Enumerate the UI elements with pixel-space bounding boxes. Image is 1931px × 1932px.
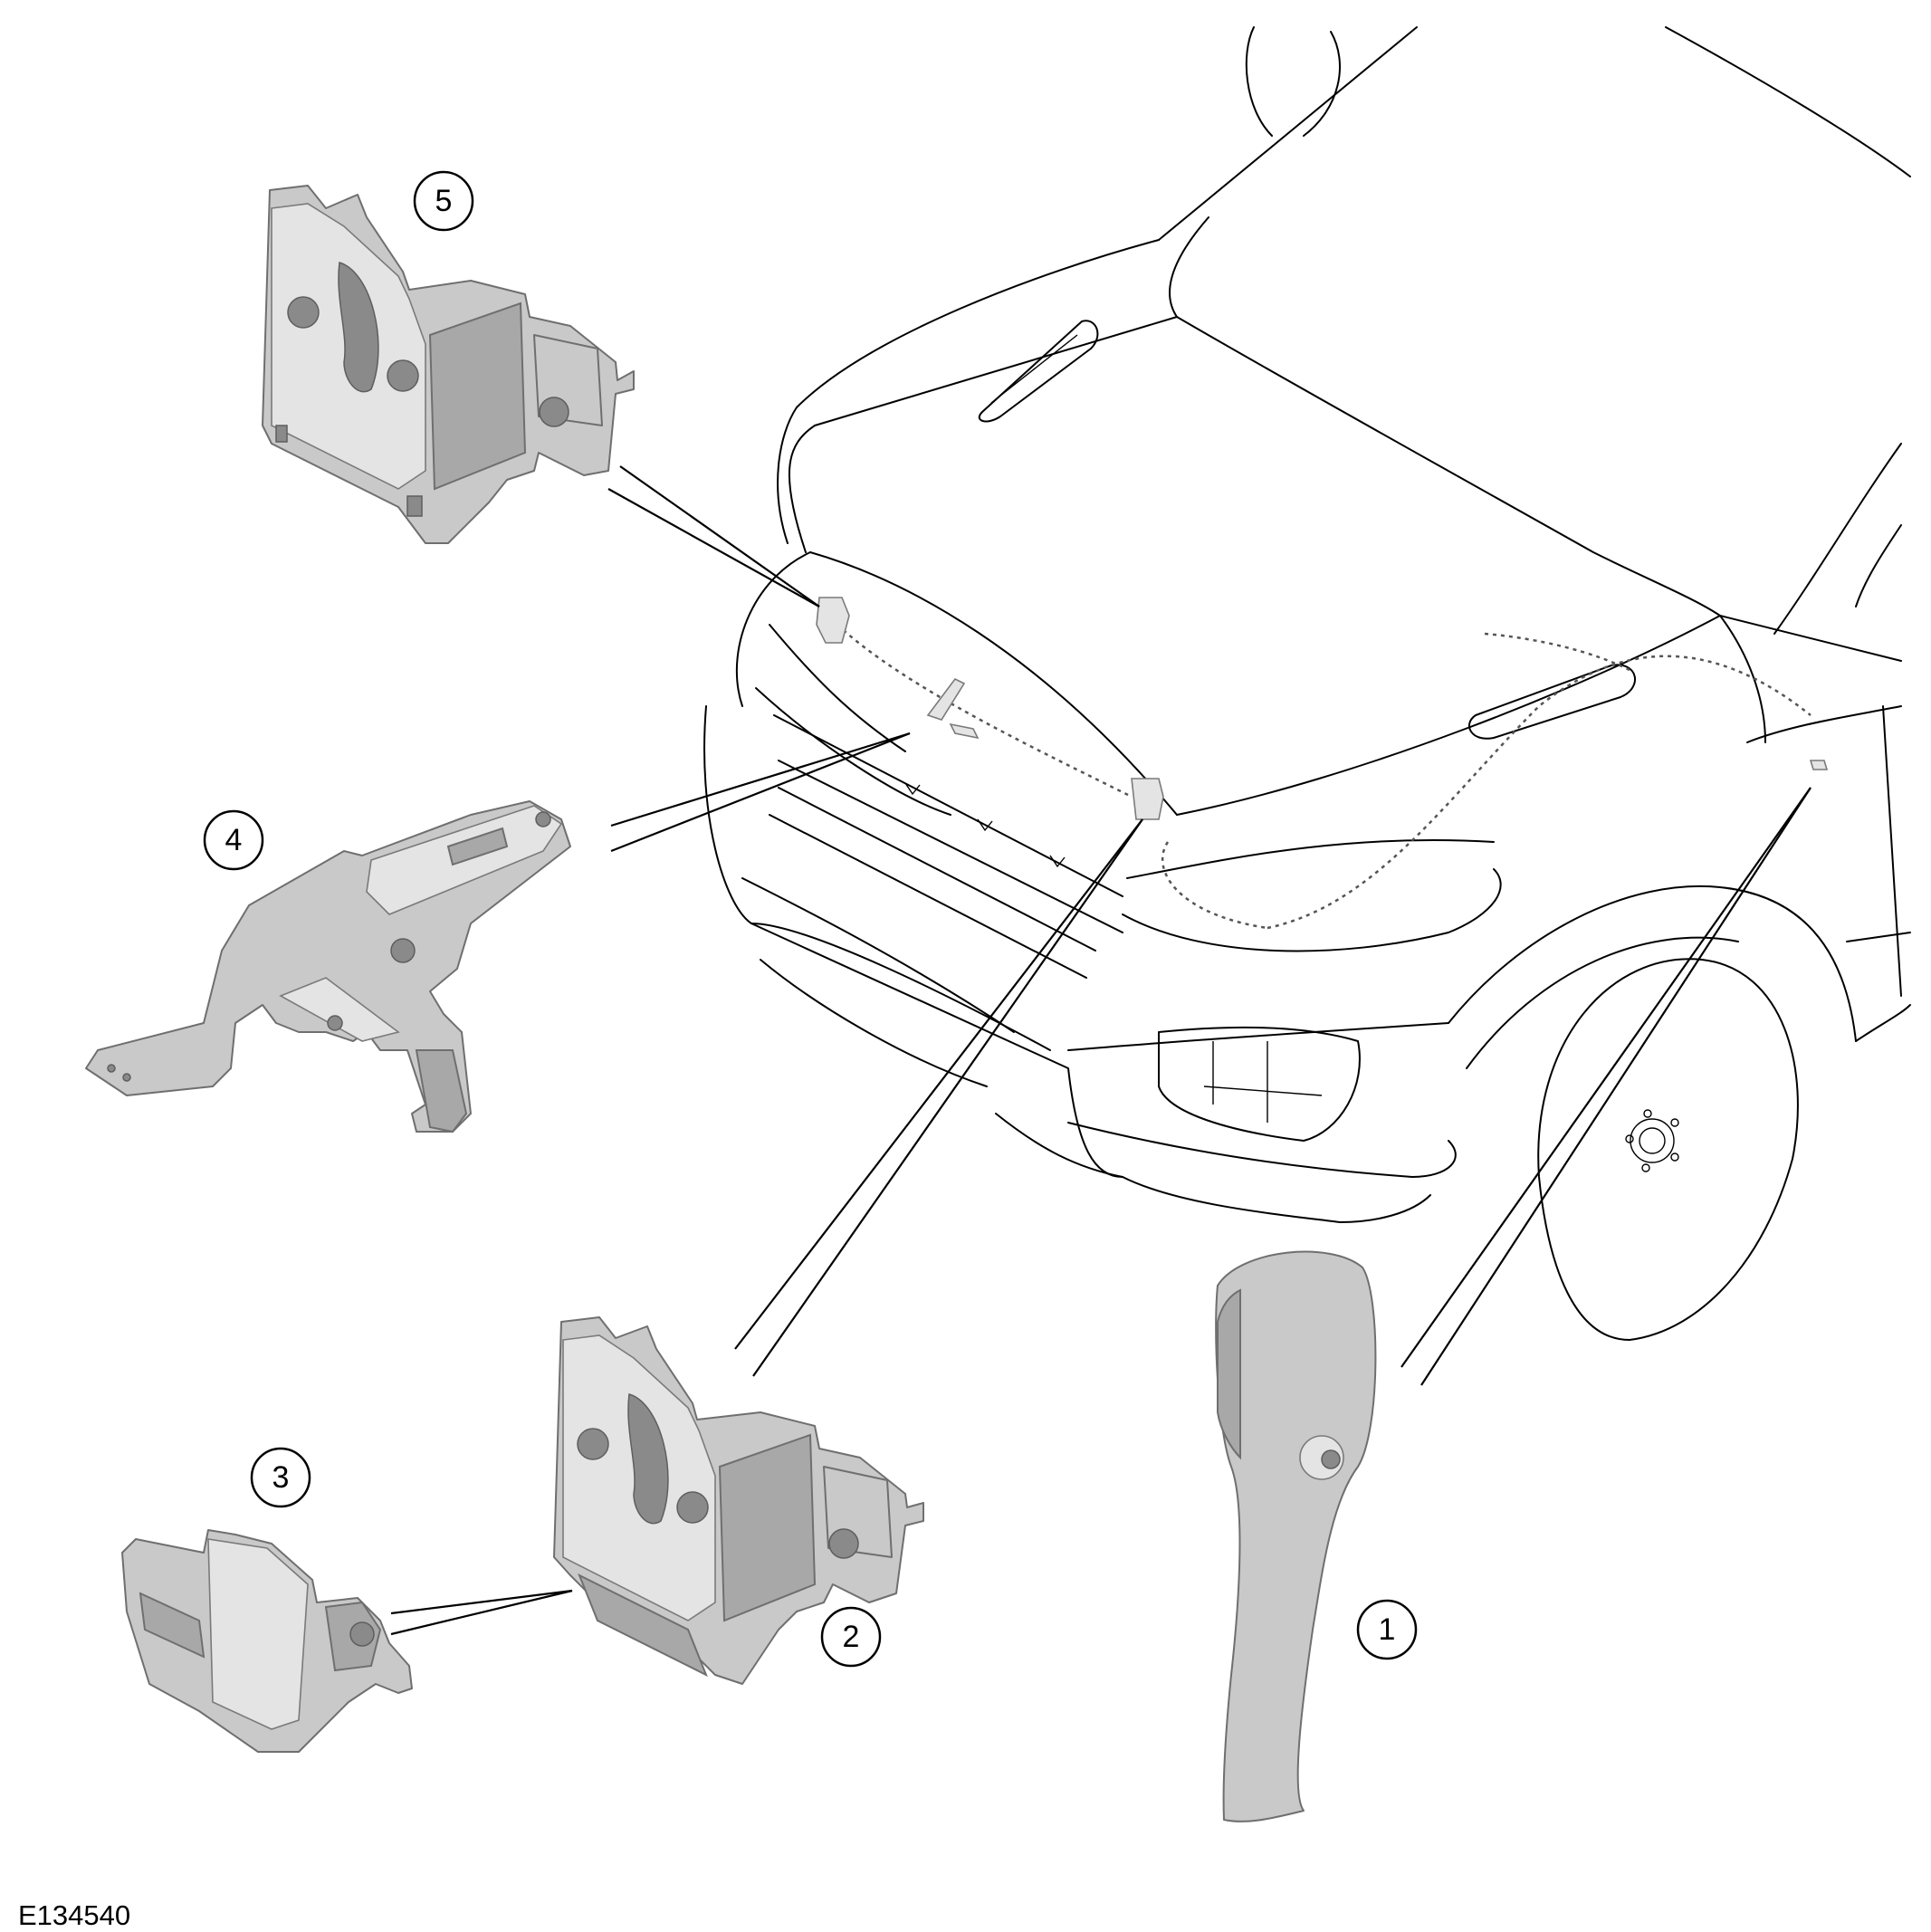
- release-handle-part-1: [1215, 1250, 1377, 1822]
- callout-label-4: 4: [225, 823, 243, 857]
- callout-3: 3: [250, 1447, 311, 1508]
- vehicle-front-outline: [703, 26, 1911, 1341]
- latch-switch-part-3: [121, 1529, 413, 1753]
- callout-label-1: 1: [1379, 1612, 1396, 1647]
- callout-label-3: 3: [272, 1460, 290, 1495]
- safety-catch-part-4: [85, 800, 571, 1133]
- leader-lines: [390, 465, 1812, 1636]
- callout-label-2: 2: [843, 1620, 860, 1654]
- callout-4: 4: [203, 809, 264, 871]
- callout-1: 1: [1356, 1599, 1418, 1660]
- bonnet-latch-part-2: [553, 1316, 924, 1685]
- callout-2: 2: [820, 1606, 882, 1668]
- callout-5: 5: [413, 170, 474, 232]
- bonnet-latch-part-5: [262, 185, 635, 544]
- callout-label-5: 5: [435, 184, 453, 218]
- figure-reference-code: E134540: [18, 1899, 131, 1931]
